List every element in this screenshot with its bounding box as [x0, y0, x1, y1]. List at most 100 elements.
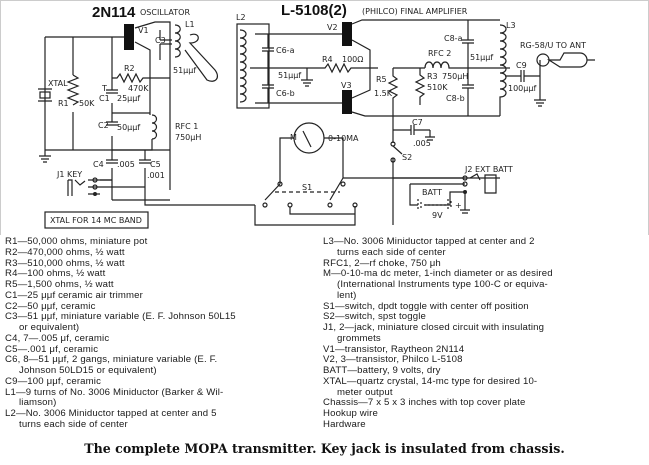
label-batt: BATT	[422, 188, 442, 197]
part-m: M—0-10-ma dc meter, 1-inch diameter or a…	[323, 268, 553, 280]
label-rfc2: RFC 2	[428, 49, 451, 58]
part-s1: S1—switch, dpdt toggle with center off p…	[323, 300, 529, 312]
part-v2-v3: V2, 3—transistor, Philco L-5108	[323, 354, 463, 366]
part-c5: C5—.001 μf, ceramic	[5, 343, 99, 355]
part-batt: BATT—battery, 9 volts, dry	[323, 365, 441, 376]
part-hookup-wire: Hookup wire	[323, 408, 378, 419]
xtal-note: XTAL FOR 14 MC BAND	[50, 216, 142, 225]
part-r1: R1—50,000 ohms, miniature pot	[5, 236, 148, 247]
label-rfc1-value: 750μH	[175, 133, 201, 142]
label-rfc2-value: 750μH	[442, 72, 468, 81]
label-c8-value: 51μμf	[470, 53, 493, 62]
label-r3-value: 510K	[427, 83, 448, 92]
part-c4-c7: C4, 7—.005 μf, ceramic	[5, 332, 110, 344]
label-r4: R4	[322, 55, 333, 64]
schematic-diagram: 2N114 OSCILLATOR L-5108(2) (PHILCO) FINA…	[0, 0, 649, 235]
part-j: J1, 2—jack, miniature closed circuit wit…	[323, 322, 545, 333]
part-r5: R5—1,500 ohms, ½ watt	[5, 279, 114, 290]
label-c3-value: 51μμf	[173, 66, 196, 75]
part-l3: L3—No. 3006 Miniductor tapped at center …	[323, 236, 535, 247]
part-m-cont: (International Instruments type 100-C or…	[337, 279, 548, 290]
part-c1: C1—25 μμf ceramic air trimmer	[5, 289, 144, 301]
label-s2: S2	[402, 153, 412, 162]
label-c3: C3	[155, 36, 166, 45]
part-l1-cont: liamson)	[19, 397, 57, 409]
label-c2-value: 50μμf	[117, 123, 140, 132]
amp-subtitle: (PHILCO) FINAL AMPLIFIER	[362, 7, 468, 16]
part-c3: C3—51 μμf, miniature variable (E. F. Joh…	[5, 311, 236, 323]
frame	[0, 0, 649, 235]
part-xtal: XTAL—quartz crystal, 14-mc type for desi…	[323, 375, 538, 387]
label-v1: V1	[138, 26, 149, 35]
label-c5: C5	[150, 160, 161, 169]
label-batt-plus: +	[455, 201, 462, 210]
label-r3: R3	[427, 72, 438, 81]
label-c7-value: .005	[413, 139, 431, 148]
label-c6-value: 51μμf	[278, 71, 301, 80]
label-batt-value: 9V	[432, 211, 443, 220]
label-l3: L3	[506, 21, 516, 30]
label-c6a: C6-a	[276, 46, 295, 55]
label-c1: C1	[99, 94, 110, 103]
figure-caption: The complete MOPA transmitter. Key jack …	[84, 441, 565, 456]
label-m: M	[290, 133, 297, 142]
label-c9: C9	[516, 61, 527, 70]
part-l1: L1—9 turns of No. 3006 Miniductor (Barke…	[5, 386, 224, 398]
part-s2: S2—switch, spst toggle	[323, 311, 427, 323]
label-v2: V2	[327, 23, 338, 32]
crystal-symbol	[39, 91, 51, 99]
part-c9: C9—100 μμf, ceramic	[5, 375, 102, 387]
meter-symbol	[293, 122, 325, 154]
label-c4-value: .005	[117, 160, 135, 169]
amplifier-wiring	[236, 19, 595, 226]
part-r2: R2—470,000 ohms, ½ watt	[5, 246, 125, 258]
part-xtal-cont: meter output	[337, 386, 393, 398]
label-antenna: RG-58/U TO ANT	[520, 41, 586, 50]
label-c2: C2	[98, 121, 109, 130]
amp-title: L-5108(2)	[281, 2, 347, 19]
part-m-cont2: lent)	[337, 289, 357, 301]
label-c4: C4	[93, 160, 104, 169]
part-r3: R3—510,000 ohms, ½ watt	[5, 257, 125, 269]
part-rfc: RFC1, 2—rf choke, 750 μh	[323, 257, 441, 269]
v1-transistor	[124, 24, 134, 50]
label-c6b: C6-b	[276, 89, 295, 98]
label-r1-value: 50K	[79, 99, 95, 108]
label-r4-value: 100Ω	[342, 55, 363, 64]
label-c8a: C8-a	[444, 34, 463, 43]
label-c7: C7	[412, 118, 423, 127]
part-l3-cont: turns each side of center	[337, 246, 446, 258]
parts-list-right: L3—No. 3006 Miniductor tapped at center …	[323, 236, 553, 431]
label-j1: J1 KEY	[56, 170, 82, 179]
osc-title: 2N114	[92, 4, 136, 21]
label-l2: L2	[236, 13, 246, 22]
osc-subtitle: OSCILLATOR	[140, 8, 190, 17]
xtal-note-box	[44, 211, 149, 229]
label-c9-value: 100μμf	[508, 84, 536, 93]
label-m-value: 0-10MA	[328, 134, 359, 143]
label-r5: R5	[376, 75, 387, 84]
oscillator-wiring	[38, 21, 255, 229]
label-c5-value: .001	[147, 171, 165, 180]
label-rfc1: RFC 1	[175, 122, 198, 131]
part-c3-cont: or equivalent)	[19, 322, 80, 333]
v2-transistor	[342, 22, 352, 46]
label-t: T	[101, 84, 107, 93]
label-r1: R1	[58, 99, 69, 108]
label-v3: V3	[341, 81, 352, 90]
label-j2: J2 EXT BATT	[464, 165, 513, 174]
part-c6-c8: C6, 8—51 μμf, 2 gangs, miniature variabl…	[5, 354, 218, 366]
label-r2-value: 470K	[128, 84, 149, 93]
label-r2: R2	[124, 64, 135, 73]
part-l2-cont: turns each side of center	[19, 418, 128, 430]
v3-transistor	[342, 90, 352, 114]
label-s1: S1	[302, 183, 312, 192]
l2-box	[236, 23, 270, 109]
part-hardware: Hardware	[323, 418, 366, 430]
part-j-cont: grommets	[337, 332, 381, 344]
label-c1-value: 25μμf	[117, 94, 140, 103]
part-c6-c8-cont: Johnson 50LD15 or equivalent)	[19, 365, 157, 376]
part-l2: L2—No. 3006 Miniductor tapped at center …	[5, 408, 217, 419]
part-v1: V1—transistor, Raytheon 2N114	[323, 343, 465, 355]
parts-list-left: R1—50,000 ohms, miniature pot R2—470,000…	[5, 236, 236, 431]
